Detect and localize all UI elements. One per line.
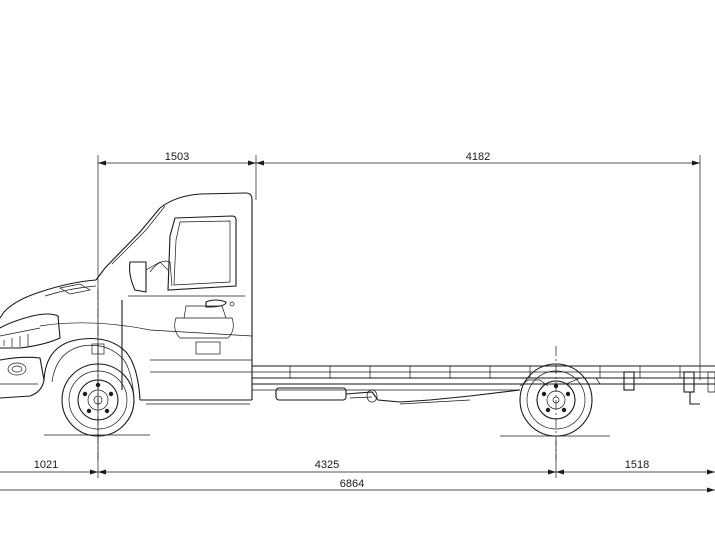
bottom-dimension-line-1: 1021 4325 1518 (0, 440, 715, 478)
dimension-body-length: 4182 (466, 151, 490, 163)
cab-outline (0, 192, 253, 405)
front-wheel (43, 337, 150, 437)
dimension-front-overhang: 1021 (34, 459, 58, 471)
top-dimension-line: 1503 4182 (97, 151, 701, 440)
dimension-overall-length: 6864 (340, 478, 364, 490)
dimension-rear-overhang: 1518 (625, 459, 649, 471)
rear-wheel (500, 363, 610, 437)
reference-lines (97, 290, 557, 460)
dimension-cab-length: 1503 (165, 151, 189, 163)
dimension-wheelbase: 4325 (315, 459, 339, 471)
chassis-frame (252, 365, 715, 405)
bottom-dimension-line-2: 6864 (0, 478, 715, 493)
